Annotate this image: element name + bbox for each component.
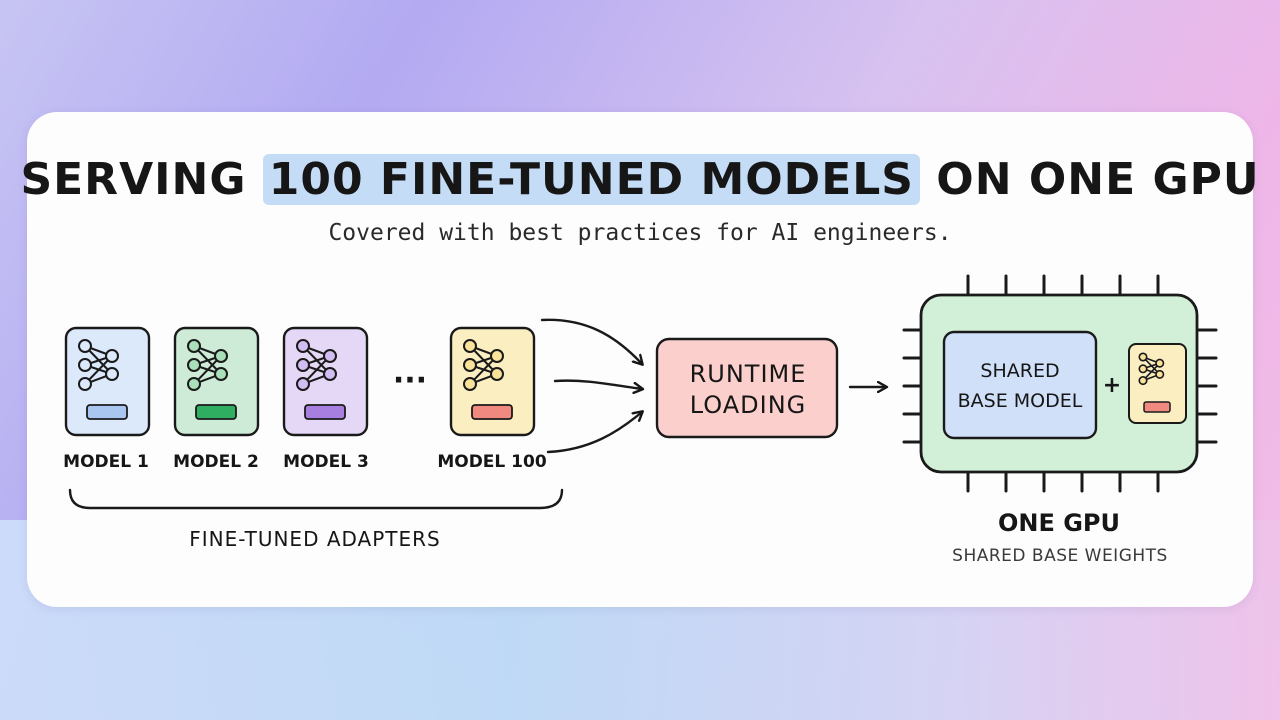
gpu-label: ONE GPU xyxy=(998,509,1120,537)
adapter-accent-bar xyxy=(471,404,513,420)
runtime-label-line-2: LOADING xyxy=(690,391,807,419)
plus-sign: + xyxy=(1103,373,1121,398)
adapter-label: MODEL 1 xyxy=(63,452,149,472)
adapter-accent-bar xyxy=(86,404,128,420)
runtime-loading-box xyxy=(655,337,839,439)
ellipsis: ··· xyxy=(393,363,427,398)
page-subtitle: Covered with best practices for AI engin… xyxy=(328,220,952,246)
shared-base-model-box xyxy=(942,330,1098,440)
adapters-brace xyxy=(68,488,564,510)
title-highlight: 100 FINE-TUNED MODELS xyxy=(262,154,920,205)
adapter-card-model-3 xyxy=(282,326,369,437)
adapter-label: MODEL 3 xyxy=(283,452,369,472)
shared-label-line-1: SHARED xyxy=(980,360,1059,382)
adapter-card-model-2 xyxy=(173,326,260,437)
shared-label-line-2: BASE MODEL xyxy=(958,390,1083,412)
adapter-card-model-1 xyxy=(64,326,151,437)
title-suffix: ON ONE GPU xyxy=(919,154,1260,205)
title-prefix: SERVING xyxy=(20,154,263,205)
adapter-accent-bar xyxy=(304,404,346,420)
gpu-chip-pins xyxy=(902,274,1218,493)
runtime-label-line-1: RUNTIME xyxy=(690,360,807,388)
adapter-card-model-100 xyxy=(449,326,536,437)
arrow-icon xyxy=(540,318,642,364)
arrow-icon xyxy=(546,412,642,454)
adapter-accent-bar xyxy=(1143,401,1171,413)
adapter-label: MODEL 100 xyxy=(437,452,547,472)
gpu-caption: SHARED BASE WEIGHTS xyxy=(952,546,1168,566)
adapter-label: MODEL 2 xyxy=(173,452,259,472)
adapter-accent-bar xyxy=(195,404,237,420)
adapters-caption: FINE-TUNED ADAPTERS xyxy=(189,527,441,551)
page-title: SERVING 100 FINE-TUNED MODELS ON ONE GPU xyxy=(0,148,1280,212)
arrow-icon xyxy=(553,379,642,389)
loaded-adapter-card xyxy=(1128,343,1187,424)
